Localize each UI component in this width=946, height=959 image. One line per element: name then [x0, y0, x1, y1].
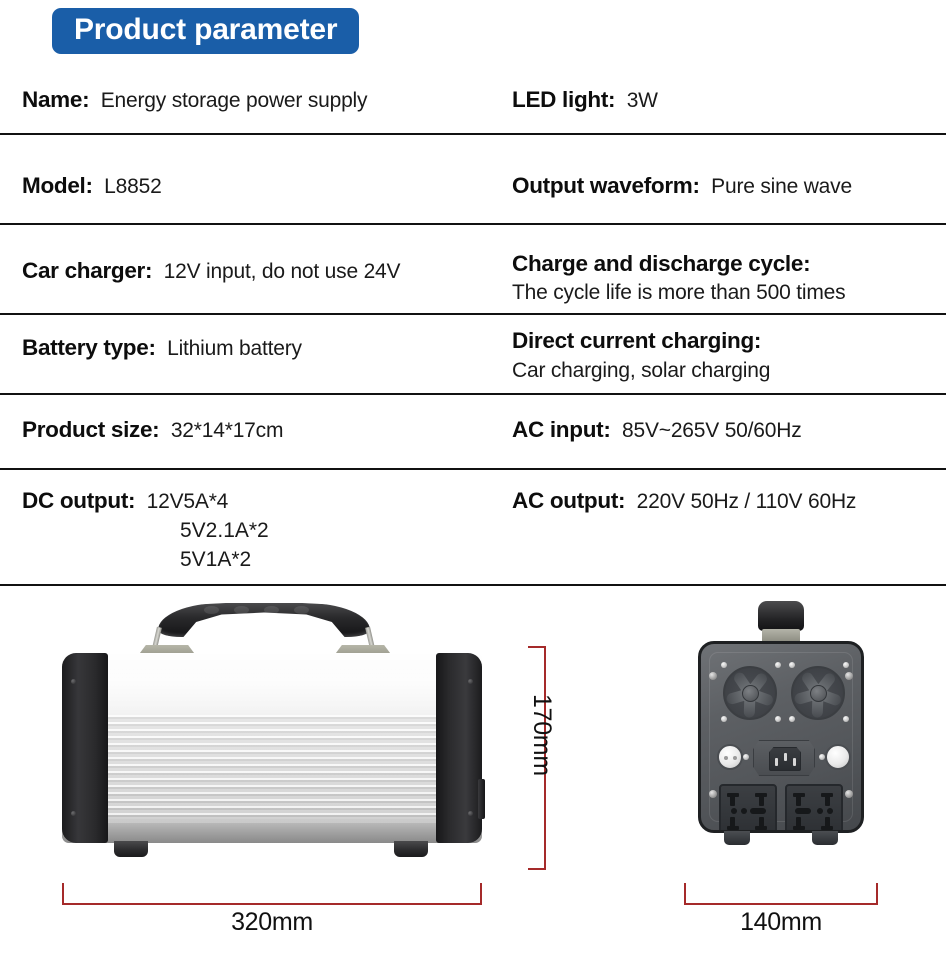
- spec-value: 32*14*17cm: [170, 419, 284, 442]
- spec-cell-battery-type: Battery type: Lithium battery: [22, 315, 492, 393]
- panel-inset: [709, 652, 853, 822]
- spec-label: LED light:: [512, 87, 616, 112]
- body-bottom-edge: [62, 823, 482, 843]
- body-highlight: [62, 653, 482, 711]
- spec-value-line3: 5V1A*2: [180, 548, 252, 571]
- spec-label: Name:: [22, 87, 90, 112]
- fan-screw-icon: [721, 716, 727, 722]
- spec-value: 12V5A*4: [146, 490, 229, 513]
- dimension-label-height: 170mm: [528, 694, 556, 776]
- spec-value: Energy storage power supply: [100, 89, 368, 112]
- spec-value: 220V 50Hz / 110V 60Hz: [636, 490, 857, 513]
- panel-screw-icon: [743, 754, 749, 760]
- spec-label: AC input:: [512, 417, 611, 442]
- table-row: Battery type: Lithium battery Direct cur…: [0, 315, 946, 395]
- table-row: Name: Energy storage power supply LED li…: [0, 58, 946, 135]
- fan-screw-icon: [721, 662, 727, 668]
- table-row: Model: L8852 Output waveform: Pure sine …: [0, 135, 946, 225]
- fan-screw-icon: [789, 716, 795, 722]
- rear-panel-body: [698, 641, 864, 833]
- spec-label: DC output:: [22, 488, 136, 513]
- corner-cap-right: [436, 653, 485, 843]
- spec-value: Pure sine wave: [711, 175, 852, 198]
- spec-cell-model: Model: L8852: [22, 135, 492, 223]
- spec-cell-ac-input: AC input: 85V~265V 50/60Hz: [512, 395, 936, 468]
- spec-cell-output-waveform: Output waveform: Pure sine wave: [512, 135, 936, 223]
- spec-value: 85V~265V 50/60Hz: [621, 419, 802, 442]
- page-title-badge: Product parameter: [52, 8, 360, 55]
- header-section: Product parameter: [0, 0, 946, 58]
- spec-value-line2: 5V2.1A*2: [180, 519, 269, 542]
- fan-screw-icon: [775, 662, 781, 668]
- unit-body-shell: [62, 653, 482, 843]
- side-port-icon: [478, 779, 485, 819]
- panel-screw-icon: [819, 754, 825, 760]
- spec-value: 12V input, do not use 24V: [163, 260, 401, 283]
- table-row: Product size: 32*14*17cm AC input: 85V~2…: [0, 395, 946, 470]
- spec-label: Charge and discharge cycle:: [512, 251, 811, 276]
- dimension-line-depth: [684, 883, 878, 905]
- spec-value: The cycle life is more than 500 times: [512, 281, 846, 304]
- spec-value: L8852: [104, 175, 162, 198]
- spec-label: Direct current charging:: [512, 328, 762, 353]
- spec-cell-ac-output: AC output: 220V 50Hz / 110V 60Hz: [512, 470, 936, 584]
- spec-cell-direct-current-charging: Direct current charging: Car charging, s…: [512, 315, 936, 393]
- panel-screw-icon: [845, 790, 853, 798]
- spec-cell-dc-output: DC output: 12V5A*4 5V2.1A*2 5V1A*2: [22, 470, 492, 584]
- table-row: DC output: 12V5A*4 5V2.1A*2 5V1A*2 AC ou…: [0, 470, 946, 586]
- dimension-line-width: [62, 883, 482, 905]
- body-ribbing: [62, 715, 482, 819]
- spec-label: Car charger:: [22, 258, 153, 283]
- power-button[interactable]: [825, 744, 851, 770]
- product-image-front-view: [62, 603, 485, 868]
- dimension-label-depth: 140mm: [740, 908, 822, 936]
- fan-screw-icon: [843, 716, 849, 722]
- dimension-label-width: 320mm: [231, 908, 313, 936]
- rubber-foot-right: [812, 831, 838, 845]
- panel-screw-icon: [709, 672, 717, 680]
- spec-label: Model:: [22, 173, 93, 198]
- spec-cell-name: Name: Energy storage power supply: [22, 58, 492, 133]
- cooling-fan-icon: [723, 666, 777, 720]
- rubber-foot-left: [114, 841, 148, 857]
- spec-label: Battery type:: [22, 335, 156, 360]
- spec-label: AC output:: [512, 488, 626, 513]
- panel-screw-icon: [709, 790, 717, 798]
- spec-cell-charge-discharge-cycle: Charge and discharge cycle: The cycle li…: [512, 225, 936, 313]
- universal-ac-socket: [785, 784, 843, 830]
- spec-label: Product size:: [22, 417, 160, 442]
- universal-ac-socket: [719, 784, 777, 830]
- spec-cell-product-size: Product size: 32*14*17cm: [22, 395, 492, 468]
- spec-value: Car charging, solar charging: [512, 359, 771, 382]
- iec-c14-inlet-icon: [753, 740, 815, 776]
- cooling-fan-icon: [791, 666, 845, 720]
- spec-cell-led-light: LED light: 3W: [512, 58, 936, 133]
- spec-value: Lithium battery: [167, 337, 302, 360]
- spec-value: 3W: [626, 89, 658, 112]
- fan-screw-icon: [843, 662, 849, 668]
- rubber-foot-right: [394, 841, 428, 857]
- carry-handle-icon: [158, 603, 370, 637]
- product-photo-section: 170mm 320mm 140mm: [0, 586, 946, 959]
- fan-screw-icon: [789, 662, 795, 668]
- spec-cell-car-charger: Car charger: 12V input, do not use 24V: [22, 225, 492, 313]
- product-image-rear-panel: [686, 601, 876, 869]
- panel-screw-icon: [845, 672, 853, 680]
- rubber-foot-left: [724, 831, 750, 845]
- handle-mount: [762, 629, 800, 643]
- carry-handle-icon: [758, 601, 804, 631]
- power-button[interactable]: [717, 744, 743, 770]
- fan-screw-icon: [775, 716, 781, 722]
- table-row: Car charger: 12V input, do not use 24V C…: [0, 225, 946, 315]
- dimension-line-height: [528, 646, 546, 870]
- corner-cap-left: [62, 653, 108, 843]
- specification-table: Name: Energy storage power supply LED li…: [0, 58, 946, 586]
- spec-label: Output waveform:: [512, 173, 700, 198]
